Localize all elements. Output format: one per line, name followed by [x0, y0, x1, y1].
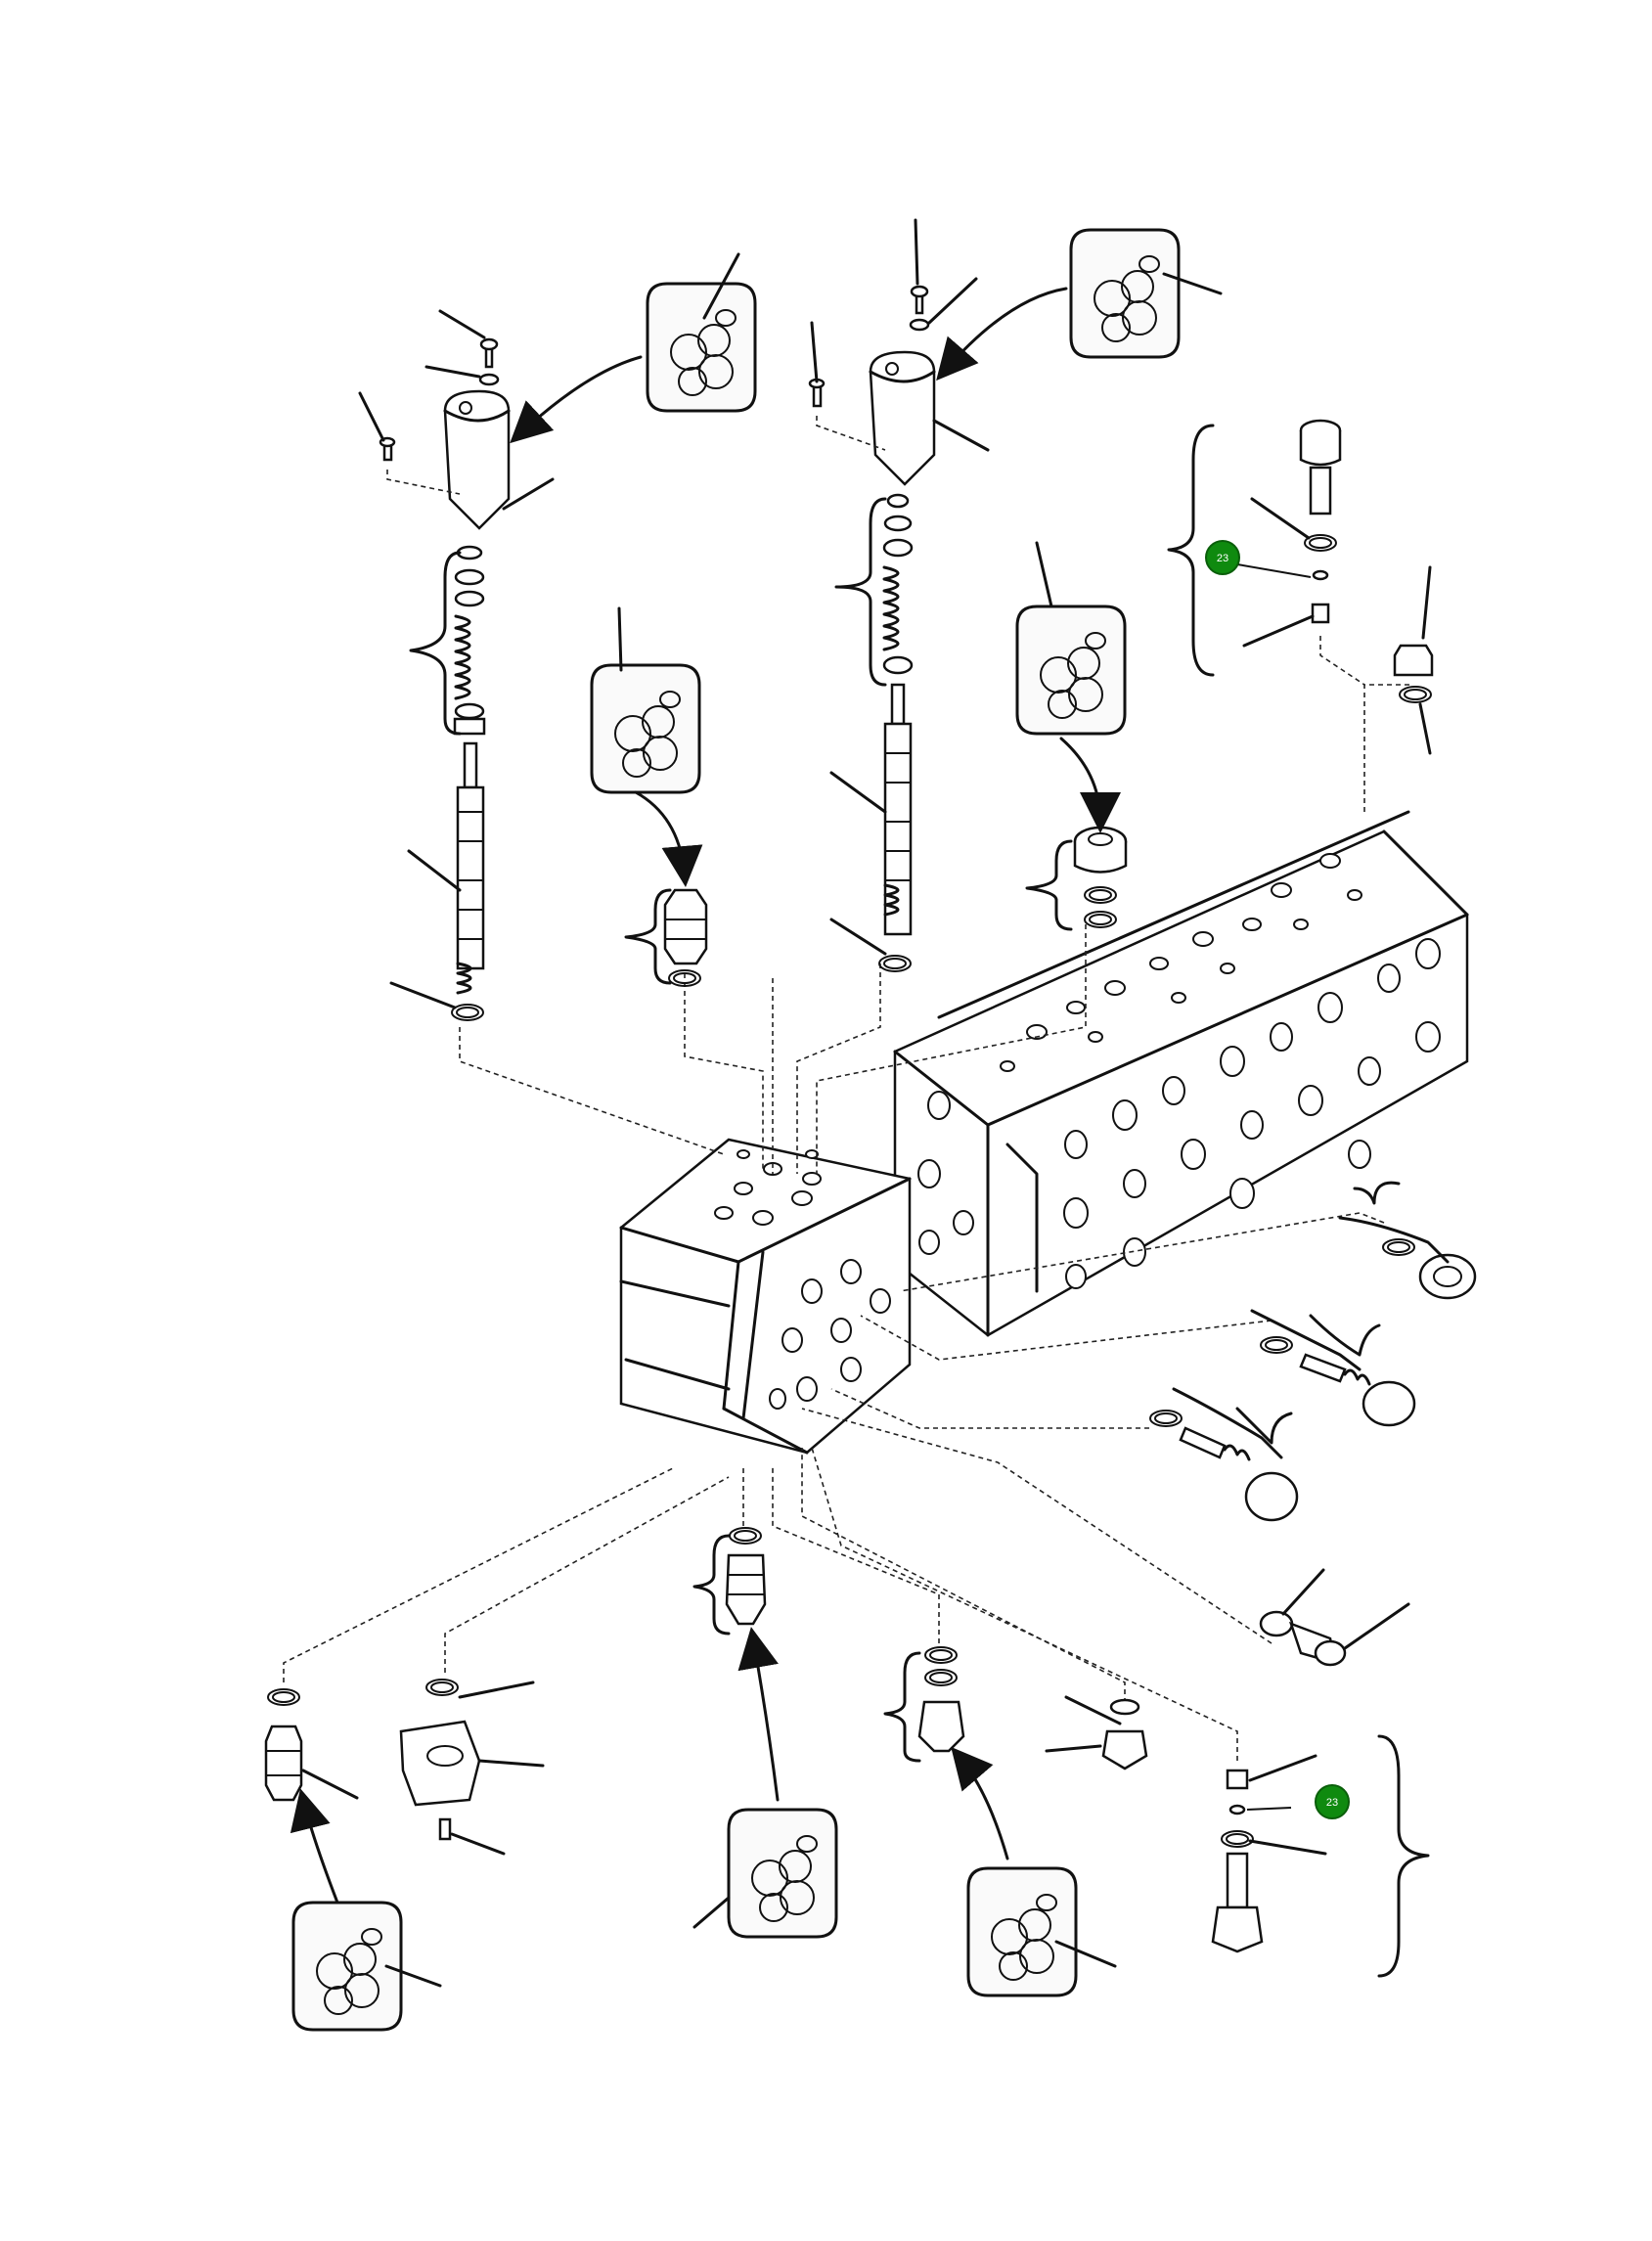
bottom-relief-valve-right	[1211, 1769, 1264, 1953]
seal-kit-icon-4	[1015, 605, 1127, 736]
callout-23-bottom-label: 23	[1326, 1797, 1338, 1809]
bottom-check-valve	[725, 1527, 767, 1626]
relief-cap-middle	[1073, 826, 1128, 928]
reference-leader-lines	[301, 218, 1432, 1988]
right-relief-valve-2	[1149, 1410, 1299, 1522]
left-solenoid-stack	[379, 337, 511, 1021]
bottom-flange	[399, 1679, 481, 1841]
seal-kit-icon-1	[646, 282, 757, 413]
valve-section-block	[619, 1138, 912, 1455]
assembly-guide-lines	[283, 636, 1413, 1761]
right-elbow-fitting	[1259, 1610, 1347, 1667]
bottom-nut	[1101, 1698, 1148, 1770]
valve-manifold-body	[893, 810, 1469, 1337]
bottom-plug-center	[917, 1646, 965, 1753]
bottom-fitting-left	[264, 1688, 303, 1802]
callout-23-bottom[interactable]: 23	[1315, 1784, 1350, 1819]
kit-arrows	[290, 287, 1121, 1905]
seal-kit-icon-3	[590, 663, 701, 794]
seal-kit-icon-2	[1069, 228, 1181, 359]
right-relief-valve-1	[1260, 1336, 1416, 1427]
relief-valve-top-right	[1299, 419, 1434, 703]
assembly-braces	[409, 424, 1450, 1978]
check-valve-left	[663, 888, 708, 987]
middle-solenoid-stack	[808, 285, 936, 972]
right-plug-1	[1382, 1238, 1477, 1300]
callout-23-top[interactable]: 23	[1205, 540, 1312, 578]
seal-kit-icon-7	[966, 1866, 1078, 1997]
seal-kit-icon-6	[727, 1808, 838, 1939]
callout-23-top-label: 23	[1217, 553, 1228, 564]
